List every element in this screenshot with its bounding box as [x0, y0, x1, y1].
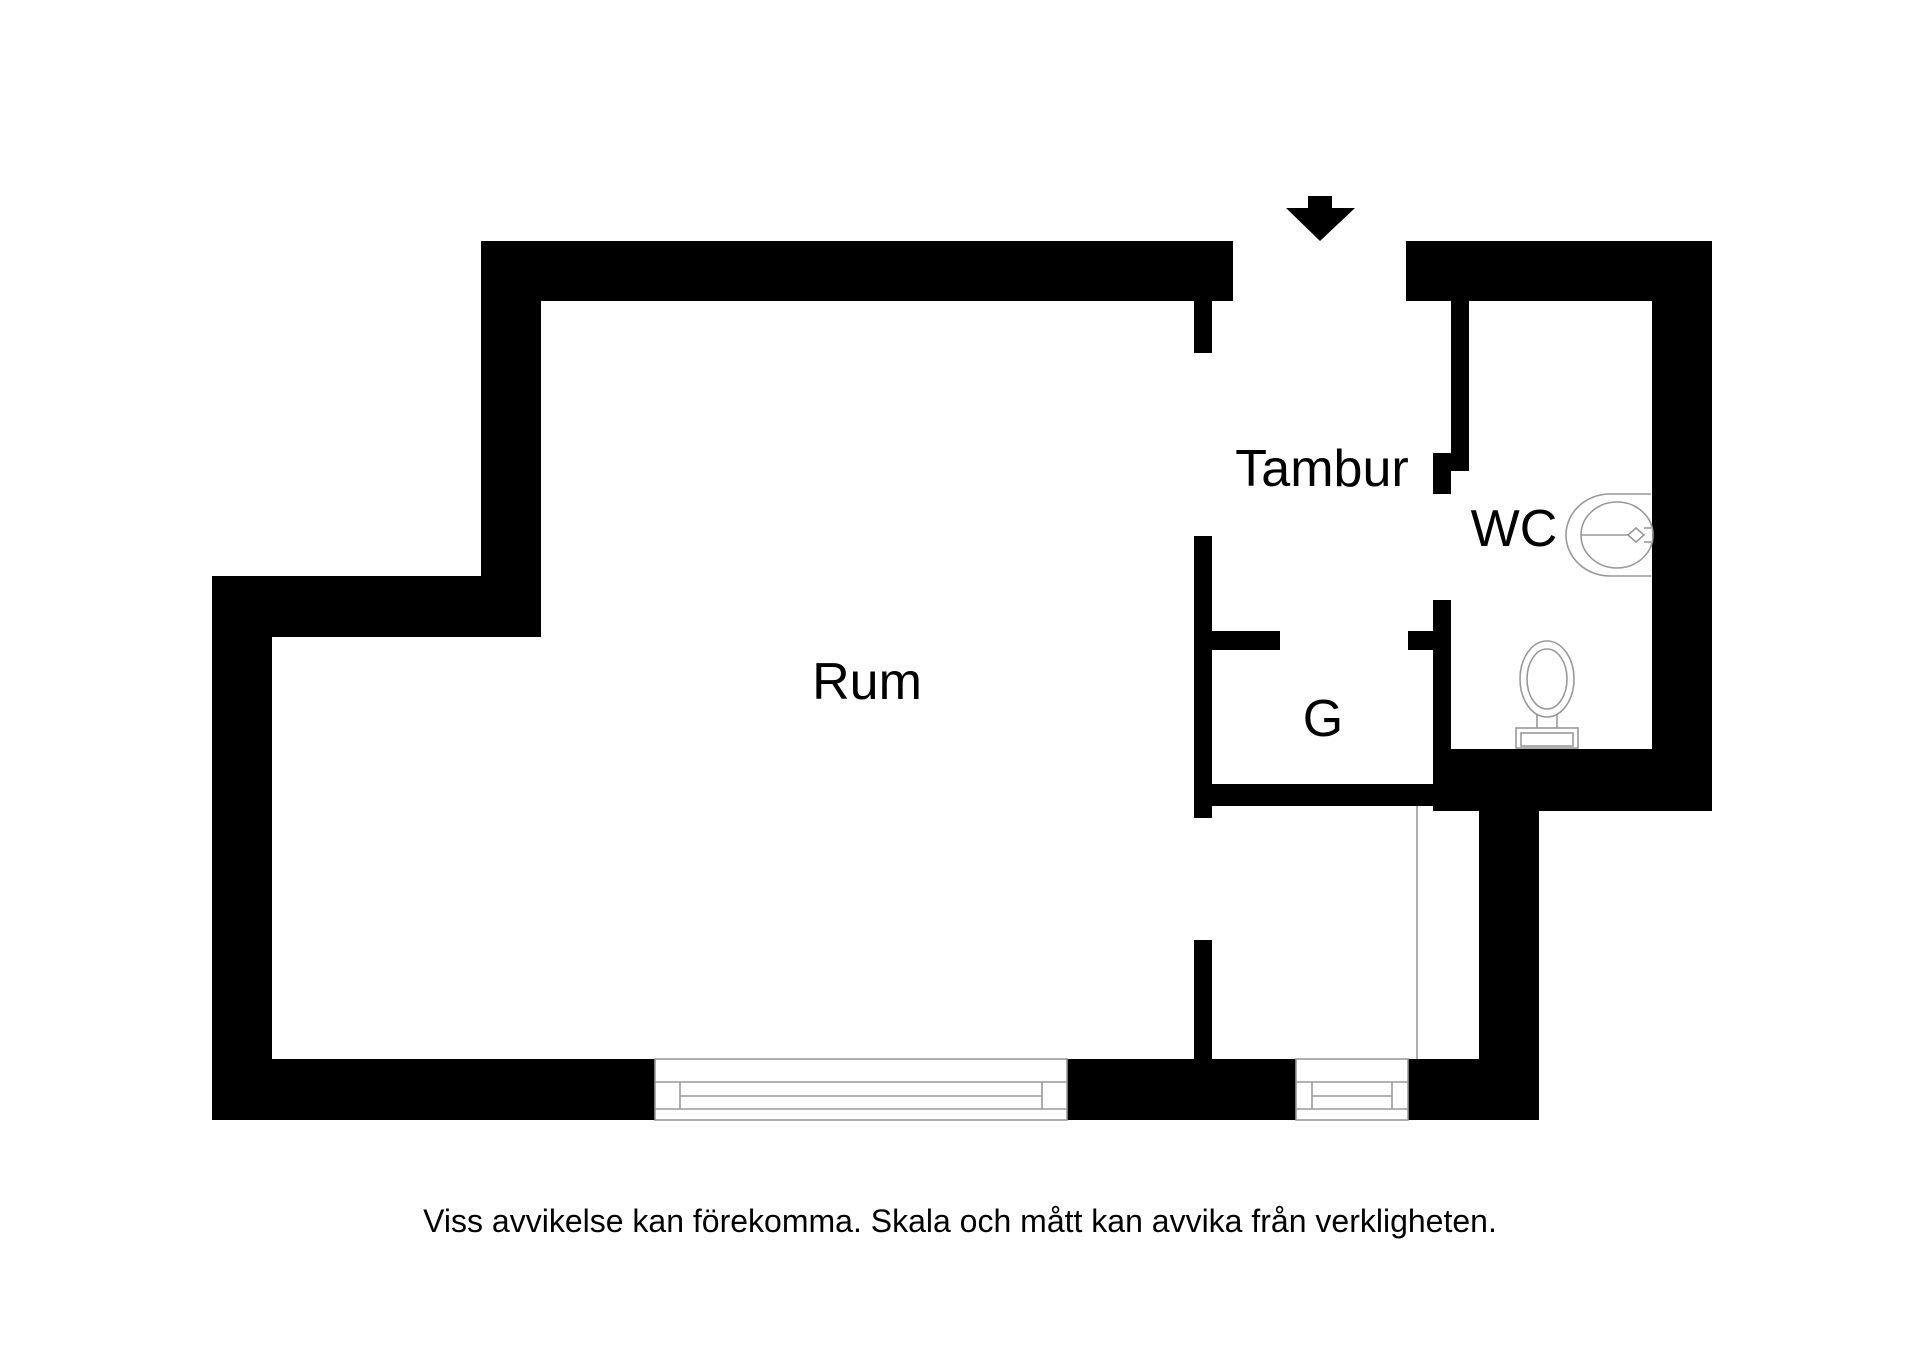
wall-top-left	[481, 241, 1233, 301]
room-label-rum: Rum	[812, 653, 922, 711]
window-small	[1295, 1058, 1409, 1121]
wc-stub-v	[1433, 453, 1451, 494]
room-label-wc: WC	[1471, 500, 1558, 558]
walls	[212, 241, 1712, 1120]
wall-left-upper	[481, 241, 541, 637]
wall-right-lower	[1479, 808, 1539, 1120]
windows	[654, 806, 1418, 1121]
g-stub-left	[1212, 631, 1280, 650]
sink-icon	[1565, 493, 1654, 577]
wc-left-wall	[1433, 600, 1451, 784]
toilet-icon	[1515, 640, 1579, 749]
wc-upper-wall	[1451, 301, 1469, 471]
wall-right-upper	[1652, 241, 1712, 811]
entrance-arrow-icon	[1286, 196, 1355, 241]
room-label-g: G	[1303, 690, 1343, 748]
wall-g-bottom	[1194, 784, 1712, 806]
window-large	[654, 1058, 1068, 1121]
wall-left	[212, 576, 272, 1120]
disclaimer-text: Viss avvikelse kan förekomma. Skala och …	[423, 1203, 1497, 1239]
wall-bottom-left	[212, 1059, 655, 1120]
partition-3	[1194, 940, 1212, 1059]
partition-2	[1194, 536, 1212, 818]
partition-1	[1194, 301, 1212, 353]
room-label-tambur: Tambur	[1235, 440, 1408, 498]
wall-bottom-middle	[1067, 1059, 1296, 1120]
